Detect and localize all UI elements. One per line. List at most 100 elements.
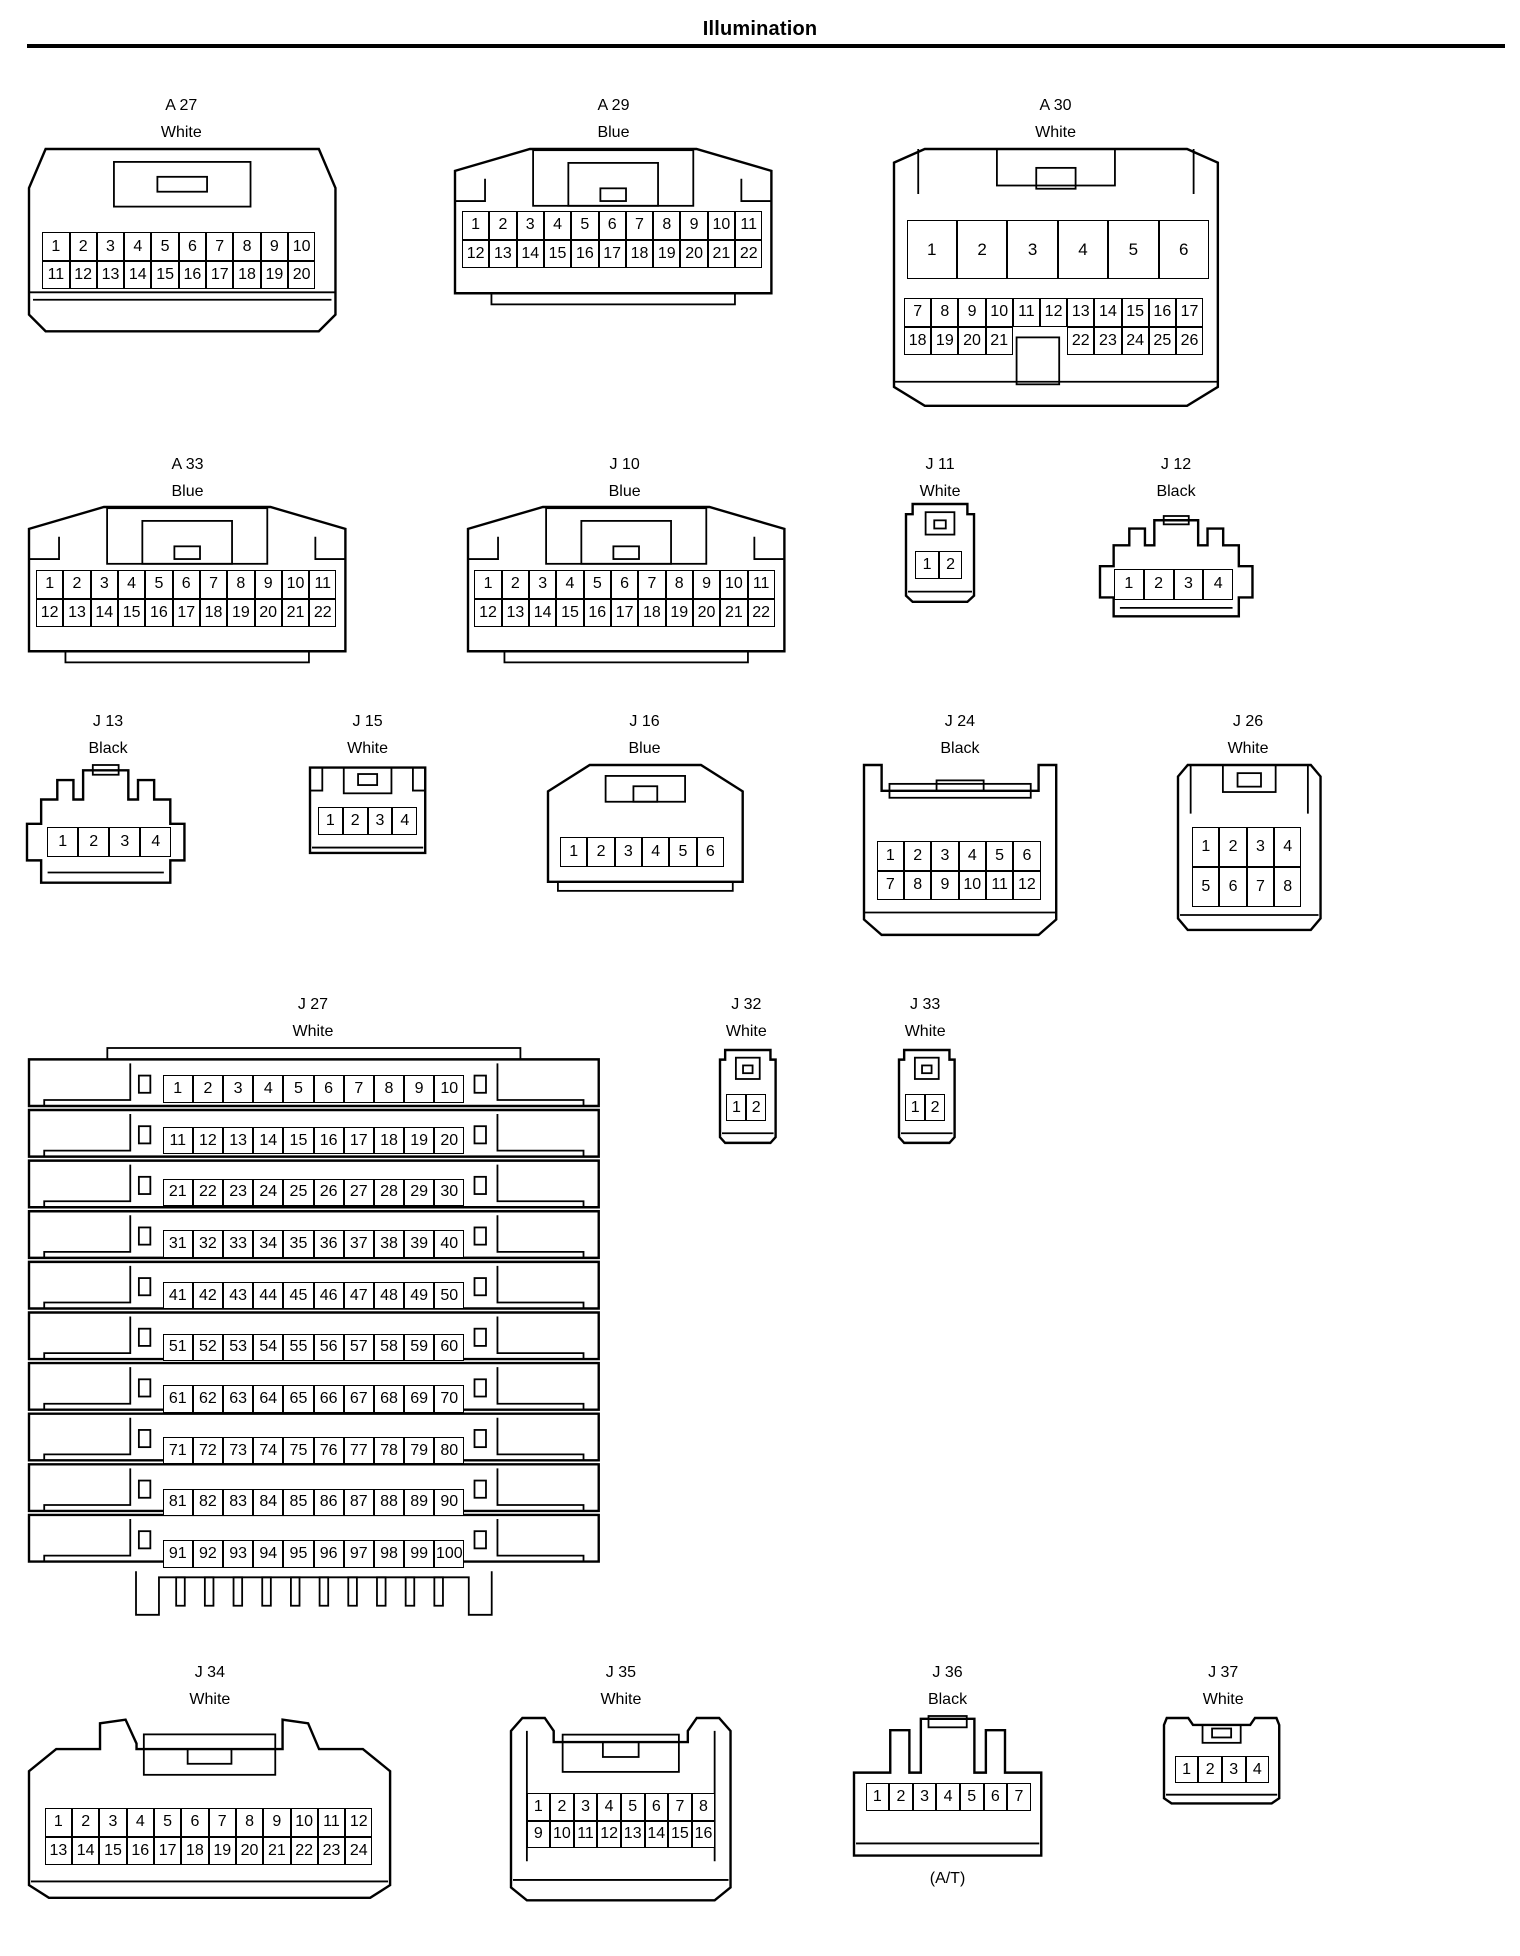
terminal-pin: 14 bbox=[644, 1820, 669, 1848]
terminal-pin: 10 bbox=[290, 1808, 318, 1837]
terminal-pin: 7 bbox=[343, 1075, 374, 1103]
terminal-pin: 11 bbox=[317, 1808, 346, 1837]
terminal-pin: 15 bbox=[117, 598, 146, 628]
terminal-pin: 1 bbox=[906, 219, 957, 280]
terminal-pin: 45 bbox=[283, 1282, 314, 1310]
terminal-pin: 2 bbox=[587, 837, 615, 867]
terminal-pin: 99 bbox=[404, 1540, 435, 1568]
terminal-pin: 79 bbox=[404, 1436, 435, 1465]
terminal-pin: 54 bbox=[253, 1333, 284, 1361]
terminal-pin: 24 bbox=[1121, 326, 1149, 356]
connector-id: J 33 bbox=[910, 996, 941, 1013]
terminal-pin: 9 bbox=[404, 1075, 435, 1103]
terminal-pin: 65 bbox=[283, 1385, 314, 1413]
terminal-pin: 18 bbox=[638, 598, 666, 628]
terminal-pin: 1 bbox=[526, 1793, 551, 1821]
terminal-pin: 72 bbox=[192, 1436, 224, 1465]
terminal-pin: 14 bbox=[516, 239, 544, 269]
connector-color: White bbox=[904, 1023, 946, 1041]
terminal-pin: 2 bbox=[956, 219, 1008, 280]
terminal-pin: 14 bbox=[529, 598, 557, 628]
terminal-pin: 16 bbox=[313, 1127, 344, 1155]
connector-color: White bbox=[189, 1691, 231, 1709]
connector-color: Black bbox=[88, 740, 128, 758]
terminal-pin: 86 bbox=[313, 1488, 344, 1516]
terminal-pin: 8 bbox=[1274, 866, 1302, 907]
terminal-pin: 84 bbox=[253, 1488, 284, 1516]
terminal-pin: 20 bbox=[434, 1127, 465, 1155]
terminal-pin: 14 bbox=[1094, 298, 1122, 327]
terminal-pin: 1 bbox=[876, 840, 905, 871]
terminal-pin: 95 bbox=[283, 1540, 314, 1568]
terminal-pin: 82 bbox=[192, 1488, 224, 1516]
terminal-pin: 5 bbox=[669, 837, 697, 867]
terminal-pin: 6 bbox=[172, 570, 200, 599]
terminal-pin: 21 bbox=[985, 326, 1013, 356]
terminal-pin: 13 bbox=[501, 598, 529, 628]
terminal-pin: 96 bbox=[313, 1540, 344, 1568]
terminal-pin: 14 bbox=[124, 260, 152, 290]
terminal-pin: 18 bbox=[904, 326, 932, 356]
terminal-pin: 16 bbox=[571, 239, 599, 269]
terminal-pin: 47 bbox=[343, 1282, 374, 1310]
connector-id: J 16 bbox=[629, 712, 660, 730]
terminal-pin: 11 bbox=[1012, 298, 1040, 327]
connector-color: Black bbox=[927, 1691, 968, 1709]
terminal-pin: 51 bbox=[162, 1333, 193, 1361]
terminal-pin: 8 bbox=[235, 1808, 264, 1837]
terminal-pin: 2 bbox=[78, 827, 110, 857]
terminal-pin: 33 bbox=[223, 1230, 254, 1258]
terminal-pin: 17 bbox=[598, 239, 626, 269]
connector-color: Blue bbox=[597, 124, 630, 142]
terminal-pin: 88 bbox=[373, 1488, 405, 1516]
terminal-pin: 2 bbox=[342, 807, 368, 835]
terminal-pin: 11 bbox=[309, 570, 337, 599]
terminal-pin: 46 bbox=[313, 1282, 344, 1310]
connector-id: A 29 bbox=[597, 96, 630, 114]
terminal-pin: 25 bbox=[283, 1178, 314, 1207]
terminal-pin: 22 bbox=[309, 598, 337, 628]
terminal-pin: 9 bbox=[260, 232, 289, 261]
terminal-pin: 24 bbox=[253, 1178, 284, 1207]
connector-id: J 36 bbox=[932, 1664, 963, 1682]
terminal-pin: 93 bbox=[223, 1540, 254, 1568]
terminal-pin: 2 bbox=[889, 1783, 913, 1811]
terminal-pin: 38 bbox=[373, 1230, 405, 1258]
terminal-pin: 22 bbox=[192, 1178, 224, 1207]
terminal-pin: 20 bbox=[692, 598, 721, 628]
connector-id: A 27 bbox=[165, 96, 198, 114]
terminal-pin: 25 bbox=[1148, 326, 1176, 356]
terminal-pin: 5 bbox=[959, 1783, 984, 1811]
terminal-pin: 7 bbox=[625, 211, 654, 240]
terminal-pin: 20 bbox=[254, 598, 282, 628]
terminal-pin: 3 bbox=[573, 1793, 598, 1821]
terminal-pin: 12 bbox=[69, 260, 97, 290]
terminal-pin: 13 bbox=[1067, 298, 1095, 327]
connector-color: White bbox=[725, 1023, 767, 1041]
connector-color: White bbox=[919, 483, 961, 501]
terminal-pin: 11 bbox=[162, 1127, 193, 1155]
connector-note: (A/T) bbox=[929, 1870, 966, 1888]
terminal-pin: 10 bbox=[985, 298, 1013, 327]
terminal-pin: 75 bbox=[283, 1436, 314, 1465]
terminal-pin: 5 bbox=[1192, 866, 1220, 907]
terminal-pin: 14 bbox=[253, 1127, 284, 1155]
connector-color: White bbox=[1202, 1691, 1244, 1709]
terminal-pin: 69 bbox=[404, 1385, 435, 1413]
terminal-pin: 11 bbox=[747, 570, 775, 599]
terminal-pin: 16 bbox=[145, 598, 173, 628]
terminal-pin: 11 bbox=[735, 211, 763, 240]
terminal-pin: 35 bbox=[283, 1230, 314, 1258]
terminal-pin: 13 bbox=[620, 1820, 645, 1848]
terminal-pin: 7 bbox=[199, 570, 228, 599]
terminal-pin: 81 bbox=[162, 1488, 193, 1516]
terminal-pin: 9 bbox=[692, 570, 721, 599]
connector-color: White bbox=[1227, 740, 1269, 758]
terminal-pin: 1 bbox=[36, 570, 64, 599]
